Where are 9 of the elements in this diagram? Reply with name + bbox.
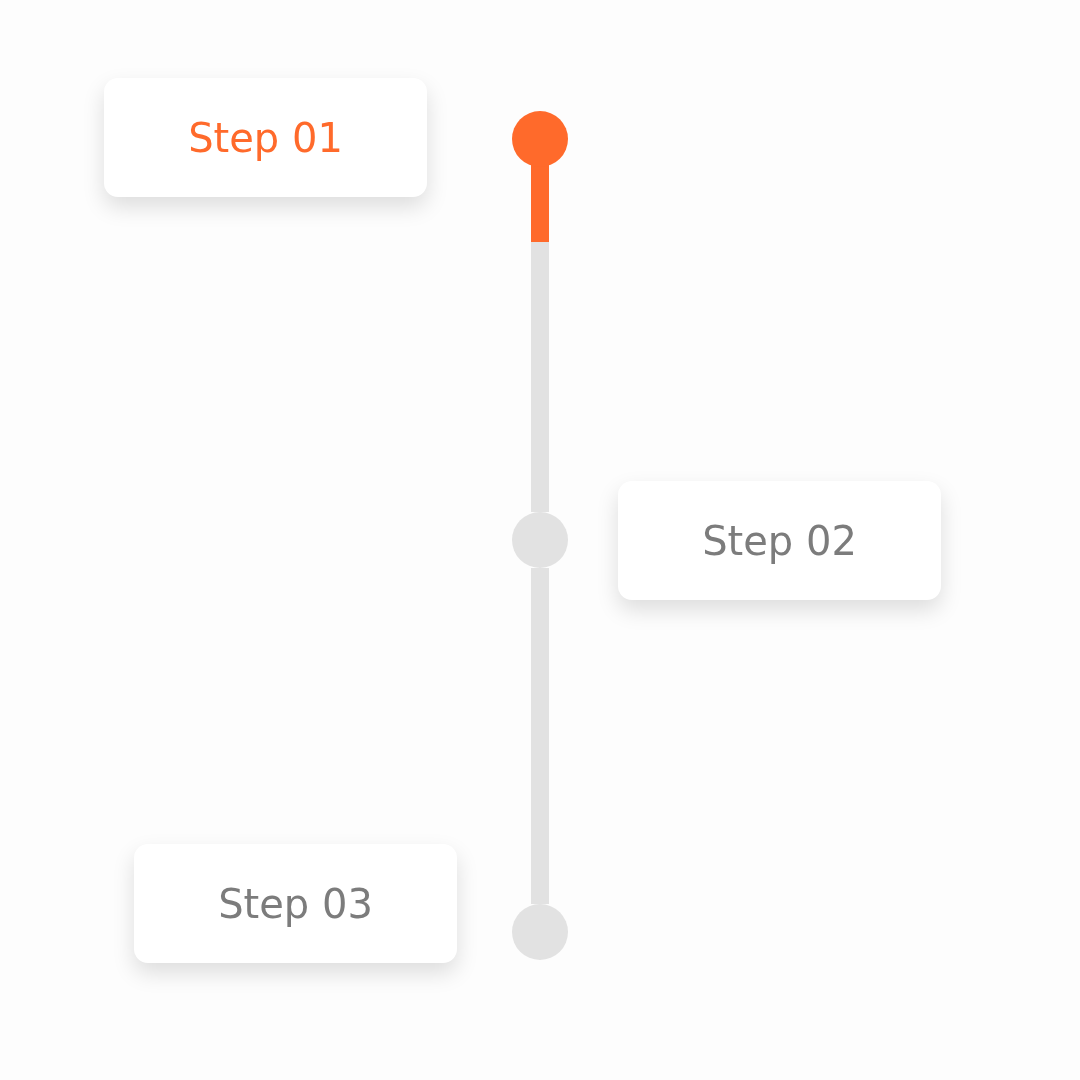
- step-label: Step 01: [188, 114, 343, 161]
- step-card: [618, 481, 941, 600]
- timeline-dot: [512, 904, 568, 960]
- timeline-dot: [512, 111, 568, 167]
- step-label: Step 03: [218, 880, 373, 927]
- step-card: [134, 844, 457, 963]
- step-card: [104, 78, 427, 197]
- step-label: Step 02: [702, 517, 857, 564]
- timeline-line: [531, 568, 549, 904]
